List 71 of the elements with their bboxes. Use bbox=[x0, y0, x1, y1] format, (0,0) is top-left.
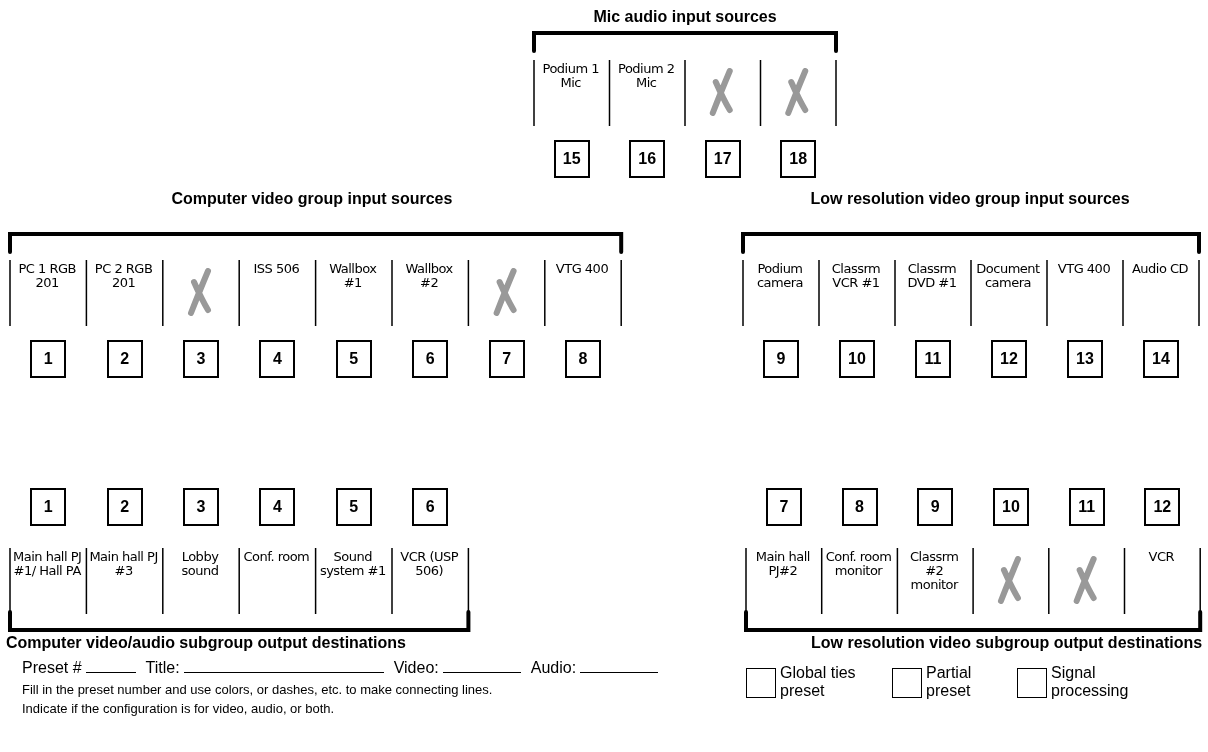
number-box: 11 bbox=[1068, 488, 1105, 526]
number-box: 10 bbox=[992, 488, 1029, 526]
group-title: Mic audio input sources bbox=[593, 8, 777, 26]
source-label: Classrm VCR #1 bbox=[830, 262, 882, 290]
number-box: 9 bbox=[917, 488, 954, 526]
destination-label: Classrm #2 monitor bbox=[909, 550, 960, 592]
number-box: 4 bbox=[259, 488, 296, 526]
destination-label: Conf. room bbox=[242, 550, 311, 564]
number-box: 14 bbox=[1143, 340, 1179, 378]
checkbox-label: Global ties preset bbox=[780, 664, 857, 700]
field-label: Preset # bbox=[22, 659, 82, 676]
destination-label: Main hall PJ#2 bbox=[754, 550, 811, 578]
source-label: Wallbox #1 bbox=[328, 262, 378, 290]
number-box: 9 bbox=[763, 340, 799, 378]
field-label: Title: bbox=[145, 659, 180, 676]
group-title: Low resolution video group input sources bbox=[810, 190, 1130, 208]
number-box: 8 bbox=[565, 340, 601, 378]
destination-label: Sound system #1 bbox=[318, 550, 387, 578]
checkbox bbox=[746, 668, 776, 698]
number-box: 16 bbox=[629, 140, 666, 178]
destination-label: Conf. room monitor bbox=[824, 550, 893, 578]
number-box: 1 bbox=[30, 488, 67, 526]
destination-label: VCR (USP 506) bbox=[399, 550, 460, 578]
checkbox-label: Signal processing bbox=[1051, 664, 1130, 700]
number-box: 11 bbox=[915, 340, 951, 378]
number-box: 1 bbox=[30, 340, 67, 378]
number-box: 7 bbox=[488, 340, 525, 378]
destination-label: Main hall PJ #1/ Hall PA bbox=[13, 550, 82, 578]
instruction-note: Indicate if the configuration is for video, audio, or both. bbox=[22, 701, 335, 716]
group-title: Computer video group input sources bbox=[171, 190, 453, 208]
source-label: PC 2 RGB 201 bbox=[93, 262, 154, 290]
field-label: Audio: bbox=[530, 659, 577, 676]
source-label: Wallbox #2 bbox=[404, 262, 454, 290]
source-label: Document camera bbox=[975, 262, 1041, 290]
group-title: Low resolution video subgroup output destinations bbox=[811, 634, 1203, 652]
source-label: Classrm DVD #1 bbox=[906, 262, 958, 290]
number-box: 17 bbox=[704, 140, 741, 178]
checkbox bbox=[1017, 668, 1047, 698]
number-box: 5 bbox=[335, 340, 372, 378]
number-box: 18 bbox=[780, 140, 817, 178]
checkbox-label: Partial preset bbox=[926, 664, 973, 700]
number-box: 2 bbox=[106, 340, 143, 378]
source-label: VTG 400 bbox=[1056, 262, 1112, 276]
source-label: Podium 1 Mic bbox=[541, 62, 600, 90]
number-box: 15 bbox=[553, 140, 590, 178]
source-label: Podium camera bbox=[755, 262, 805, 290]
source-label: PC 1 RGB 201 bbox=[17, 262, 77, 290]
destination-label: Main hall PJ #3 bbox=[89, 550, 158, 578]
instruction-note: Fill in the preset number and use colors, or dashes, etc. to make connecting lines. bbox=[22, 682, 493, 697]
checkbox bbox=[892, 668, 922, 698]
destination-label: VCR bbox=[1147, 550, 1176, 564]
number-box: 3 bbox=[183, 340, 219, 378]
number-box: 3 bbox=[183, 488, 219, 526]
source-label: Podium 2 Mic bbox=[617, 62, 676, 90]
number-box: 7 bbox=[765, 488, 802, 526]
number-box: 8 bbox=[841, 488, 878, 526]
number-box: 12 bbox=[1144, 488, 1181, 526]
source-label: VTG 400 bbox=[554, 262, 610, 276]
field-label: Video: bbox=[393, 659, 439, 676]
number-box: 2 bbox=[106, 488, 143, 526]
number-box: 13 bbox=[1067, 340, 1103, 378]
source-label: ISS 506 bbox=[252, 262, 301, 276]
destination-label: Lobby sound bbox=[180, 550, 220, 578]
group-title: Computer video/audio subgroup output destinations bbox=[6, 634, 406, 652]
number-box: 5 bbox=[335, 488, 372, 526]
number-box: 6 bbox=[412, 340, 449, 378]
number-box: 10 bbox=[839, 340, 875, 378]
source-label: Audio CD bbox=[1130, 262, 1190, 276]
number-box: 12 bbox=[991, 340, 1027, 378]
number-box: 6 bbox=[412, 488, 449, 526]
number-box: 4 bbox=[259, 340, 296, 378]
